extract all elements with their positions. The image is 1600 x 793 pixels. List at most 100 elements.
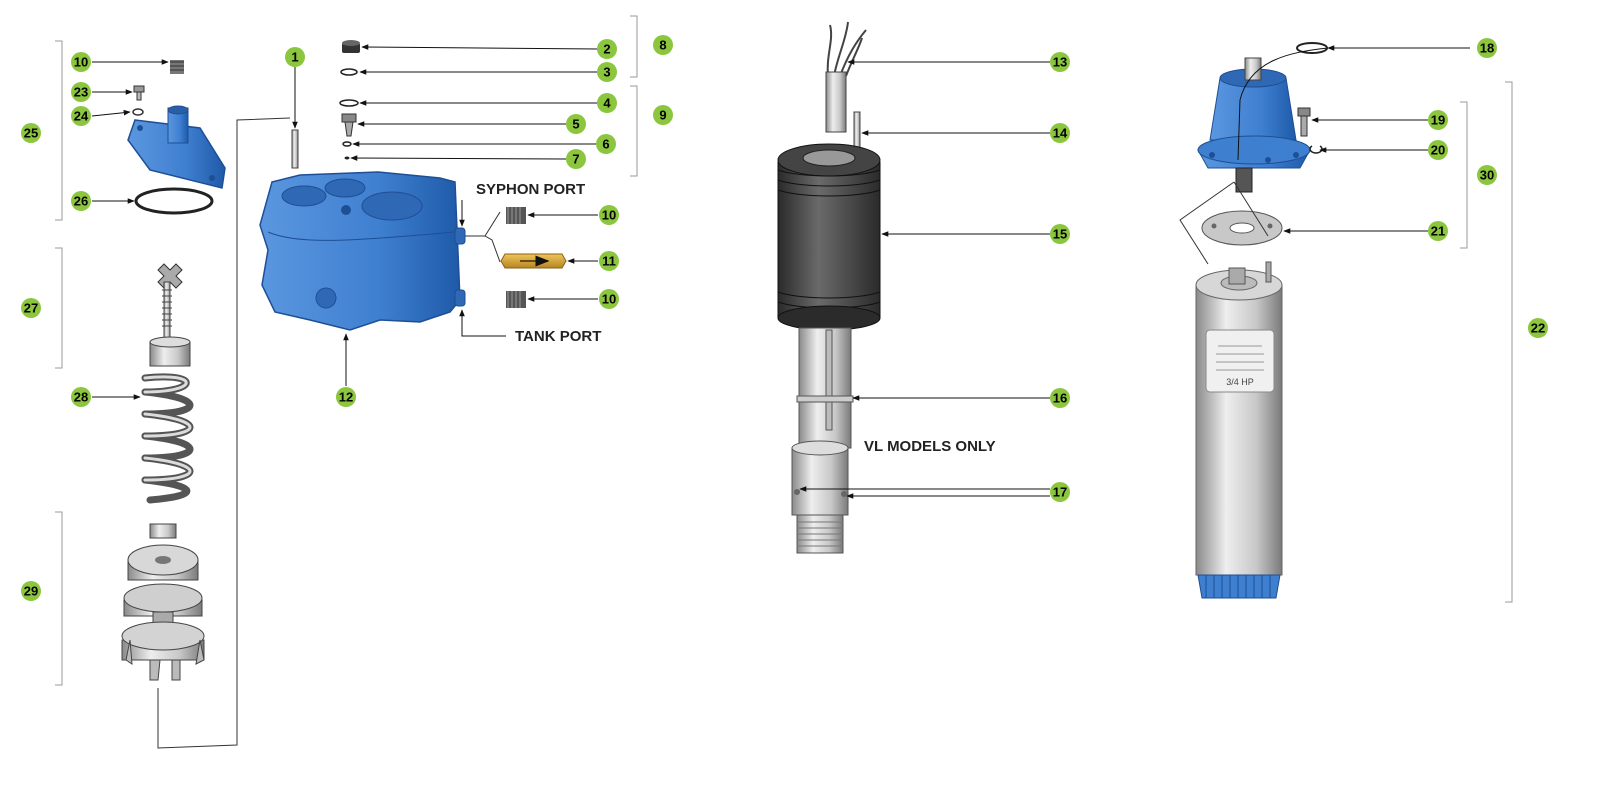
badge-24: 24 bbox=[71, 106, 91, 126]
part-spring bbox=[141, 373, 194, 504]
svg-text:20: 20 bbox=[1431, 143, 1445, 158]
svg-text:12: 12 bbox=[339, 390, 353, 405]
badge-29: 29 bbox=[21, 581, 41, 601]
part-cable-sleeve bbox=[825, 71, 847, 133]
tank-port-label: TANK PORT bbox=[515, 328, 601, 345]
part-motor-end-17 bbox=[791, 440, 849, 554]
svg-text:2: 2 bbox=[603, 42, 610, 57]
bracket-fittings bbox=[465, 211, 501, 263]
svg-text:28: 28 bbox=[74, 390, 88, 405]
badge-9: 9 bbox=[653, 105, 673, 125]
connector-cap-plate bbox=[1179, 181, 1269, 265]
badge-7: 7 bbox=[566, 149, 586, 169]
part-cap-2 bbox=[342, 40, 360, 53]
badge-4: 4 bbox=[597, 93, 617, 113]
svg-text:19: 19 bbox=[1431, 113, 1445, 128]
svg-text:24: 24 bbox=[74, 109, 89, 124]
syphon-port-label: SYPHON PORT bbox=[476, 181, 585, 198]
badge-28: 28 bbox=[71, 387, 91, 407]
badge-10-top-left: 10 bbox=[71, 52, 91, 72]
svg-text:17: 17 bbox=[1053, 485, 1067, 500]
badge-22: 22 bbox=[1528, 318, 1548, 338]
brackets bbox=[55, 15, 1513, 686]
part-plug-10-upper bbox=[506, 207, 526, 224]
svg-text:1: 1 bbox=[291, 50, 298, 65]
badge-25: 25 bbox=[21, 123, 41, 143]
part-shaft-assembly bbox=[149, 263, 191, 367]
part-cover-plate bbox=[127, 105, 226, 189]
badge-27: 27 bbox=[21, 298, 41, 318]
svg-text:7: 7 bbox=[572, 152, 579, 167]
badge-1: 1 bbox=[285, 47, 305, 67]
svg-text:27: 27 bbox=[24, 301, 38, 316]
badge-23: 23 bbox=[71, 82, 91, 102]
badge-26: 26 bbox=[71, 191, 91, 211]
part-stator-15 bbox=[777, 143, 881, 331]
part-motor-tube-16 bbox=[796, 327, 854, 449]
svg-text:10: 10 bbox=[74, 55, 88, 70]
part-clip-20 bbox=[1309, 145, 1323, 154]
badge-10-lower-right: 10 bbox=[599, 289, 619, 309]
part-spring-highlight bbox=[143, 375, 192, 482]
badge-19: 19 bbox=[1428, 110, 1448, 130]
part-washer-24 bbox=[132, 108, 144, 116]
badge-12: 12 bbox=[336, 387, 356, 407]
svg-text:11: 11 bbox=[602, 254, 616, 269]
badge-13: 13 bbox=[1050, 52, 1070, 72]
svg-text:23: 23 bbox=[74, 85, 88, 100]
svg-text:18: 18 bbox=[1480, 41, 1494, 56]
svg-text:16: 16 bbox=[1053, 391, 1067, 406]
part-brass-fitting-11 bbox=[500, 253, 567, 269]
badge-5: 5 bbox=[566, 114, 586, 134]
badge-14: 14 bbox=[1050, 123, 1070, 143]
badge-3: 3 bbox=[597, 62, 617, 82]
badge-8: 8 bbox=[653, 35, 673, 55]
svg-text:4: 4 bbox=[603, 96, 611, 111]
svg-text:8: 8 bbox=[659, 38, 666, 53]
badge-20: 20 bbox=[1428, 140, 1448, 160]
part-oring-4 bbox=[339, 99, 359, 107]
part-badges: 10 23 24 25 26 27 28 29 1 12 2 3 4 5 6 7… bbox=[21, 35, 1548, 601]
connector-line-29-housing bbox=[157, 117, 291, 749]
badge-30: 30 bbox=[1477, 165, 1497, 185]
svg-text:6: 6 bbox=[602, 137, 609, 152]
svg-text:29: 29 bbox=[24, 584, 38, 599]
svg-text:22: 22 bbox=[1531, 321, 1545, 336]
badge-15: 15 bbox=[1050, 224, 1070, 244]
svg-text:10: 10 bbox=[602, 208, 616, 223]
svg-text:5: 5 bbox=[572, 117, 579, 132]
leader-lines bbox=[91, 44, 1470, 499]
part-seal-7 bbox=[344, 156, 350, 160]
part-motor-cap bbox=[1197, 57, 1311, 193]
svg-text:30: 30 bbox=[1480, 168, 1494, 183]
part-oring-3 bbox=[340, 68, 358, 76]
nameplate-rating: 3/4 HP bbox=[1226, 377, 1254, 387]
badge-16: 16 bbox=[1050, 388, 1070, 408]
part-seal-6 bbox=[342, 141, 352, 147]
part-screw-19 bbox=[1297, 107, 1311, 137]
svg-text:9: 9 bbox=[659, 108, 666, 123]
svg-text:15: 15 bbox=[1053, 227, 1067, 242]
badge-21: 21 bbox=[1428, 221, 1448, 241]
part-pin-1 bbox=[291, 129, 299, 169]
part-plate-21 bbox=[1201, 210, 1283, 246]
part-lead-wires bbox=[826, 21, 867, 77]
svg-text:14: 14 bbox=[1053, 126, 1068, 141]
part-plug-top-left bbox=[170, 60, 184, 74]
badge-11: 11 bbox=[599, 251, 619, 271]
vl-models-only-label: VL MODELS ONLY bbox=[864, 438, 996, 455]
svg-text:10: 10 bbox=[602, 292, 616, 307]
badge-2: 2 bbox=[597, 39, 617, 59]
svg-text:13: 13 bbox=[1053, 55, 1067, 70]
badge-17: 17 bbox=[1050, 482, 1070, 502]
svg-text:26: 26 bbox=[74, 194, 88, 209]
part-valve-5 bbox=[341, 113, 357, 137]
svg-text:21: 21 bbox=[1431, 224, 1445, 239]
badge-18: 18 bbox=[1477, 38, 1497, 58]
part-screw-23 bbox=[133, 85, 145, 101]
part-motor-body-22: 3/4 HP bbox=[1195, 261, 1283, 599]
badge-6: 6 bbox=[596, 134, 616, 154]
svg-text:3: 3 bbox=[603, 65, 610, 80]
part-plug-10-lower bbox=[506, 291, 526, 308]
